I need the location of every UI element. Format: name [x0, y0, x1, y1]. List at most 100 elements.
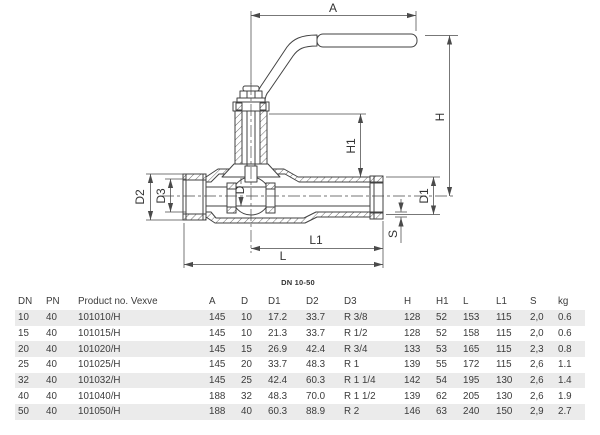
table-cell: 2,6: [530, 375, 544, 387]
table-cell: 40: [18, 390, 29, 402]
column-header: H1: [436, 296, 449, 307]
table-cell: 32: [18, 375, 29, 387]
table-cell: 40: [46, 375, 57, 387]
table-cell: R 1: [344, 359, 360, 371]
table-cell: R 1 1/2: [344, 390, 376, 402]
table-cell: 142: [404, 375, 421, 387]
table-cell: 165: [463, 343, 480, 355]
table-cell: 240: [463, 406, 480, 418]
table-cell: 195: [463, 375, 480, 387]
column-header: kg: [558, 296, 569, 307]
column-header: Product no. Vexve: [78, 296, 158, 307]
table-cell: 40: [46, 406, 57, 418]
spec-table-body: 10 40 101010/H 145 10 17.2 33.7 R 3/8 128 52 153 11…: [15, 310, 585, 420]
table-cell: 33.7: [268, 359, 288, 371]
table-cell: 21.3: [268, 328, 288, 340]
table-cell: 20: [18, 343, 29, 355]
table-cell: 20: [241, 359, 252, 371]
table-cell: 101010/H: [78, 312, 121, 324]
table-cell: 2,6: [530, 390, 544, 402]
table-cell: 101032/H: [78, 375, 121, 387]
table-cell: 88.9: [306, 406, 326, 418]
table-cell: 139: [404, 390, 421, 402]
column-header: D: [241, 296, 249, 307]
column-header: H: [404, 296, 412, 307]
table-cell: 32: [241, 390, 252, 402]
table-cell: 48.3: [306, 359, 326, 371]
table-cell: 52: [436, 328, 447, 340]
table-cell: 115: [496, 343, 512, 355]
dimension-h: [425, 35, 458, 196]
table-cell: 40: [46, 343, 57, 355]
left-weld-end: [182, 173, 207, 221]
table-cell: 26.9: [268, 343, 288, 355]
table-cell: 0.6: [558, 328, 572, 340]
table-cell: 54: [436, 375, 447, 387]
table-cell: 172: [463, 359, 480, 371]
table-cell: 42.4: [306, 343, 326, 355]
table-cell: 153: [463, 312, 480, 324]
dim-label-s: S: [386, 230, 400, 238]
table-cell: 2,0: [530, 328, 544, 340]
column-header: A: [209, 296, 216, 307]
dim-label-a: A: [329, 1, 337, 15]
centerlines: [162, 83, 456, 253]
table-cell: 40: [46, 390, 57, 402]
table-cell: 17.2: [268, 312, 288, 324]
table-cell: 101015/H: [78, 328, 121, 340]
table-cell: 62: [436, 390, 447, 402]
table-cell: 70.0: [306, 390, 326, 402]
table-cell: 33.7: [306, 312, 326, 324]
table-cell: 101050/H: [78, 406, 121, 418]
column-header: D3: [344, 296, 357, 307]
table-cell: 60.3: [306, 375, 326, 387]
column-header: DN: [18, 296, 33, 307]
table-cell: 10: [18, 312, 29, 324]
table-cell: 40: [46, 328, 57, 340]
table-cell: 10: [241, 312, 252, 324]
dimension-l1: [251, 221, 384, 268]
table-cell: 2,3: [530, 343, 544, 355]
table-cell: R 1 1/4: [344, 375, 376, 387]
table-cell: 128: [404, 328, 421, 340]
table-cell: R 2: [344, 406, 360, 418]
table-cell: 1.1: [558, 359, 572, 371]
table-cell: 130: [496, 390, 513, 402]
handle-lever: [255, 34, 318, 103]
dimension-l: [183, 223, 383, 268]
dimension-h1: [269, 113, 366, 177]
table-cell: 2,6: [530, 359, 544, 371]
valve-technical-drawing: A H H1 D1 D2 D3 D S L1 L DN 10-50: [133, 1, 458, 287]
table-cell: 158: [463, 328, 480, 340]
table-cell: 188: [209, 390, 226, 402]
table-cell: 15: [18, 328, 29, 340]
dim-label-l: L: [280, 249, 287, 263]
column-header: L: [463, 296, 469, 307]
dim-label-d: D: [233, 185, 247, 194]
table-cell: 52: [436, 312, 447, 324]
body-bottom-wall: [205, 211, 384, 224]
table-cell: 40: [241, 406, 252, 418]
table-cell: 101040/H: [78, 390, 121, 402]
table-cell: 115: [496, 328, 512, 340]
table-cell: 145: [209, 312, 226, 324]
table-cell: 130: [496, 375, 513, 387]
table-cell: 40: [46, 359, 57, 371]
table-cell: R 3/8: [344, 312, 368, 324]
table-cell: 0.6: [558, 312, 572, 324]
table-cell: 146: [404, 406, 421, 418]
dim-label-d2: D2: [133, 189, 147, 205]
dimensions: [146, 11, 458, 268]
table-cell: 115: [496, 359, 512, 371]
table-cell: 15: [241, 343, 252, 355]
dimension-s: [395, 199, 407, 243]
table-cell: 150: [496, 406, 513, 418]
table-cell: R 1/2: [344, 328, 368, 340]
table-cell: 1.9: [558, 390, 572, 402]
table-cell: 63: [436, 406, 447, 418]
